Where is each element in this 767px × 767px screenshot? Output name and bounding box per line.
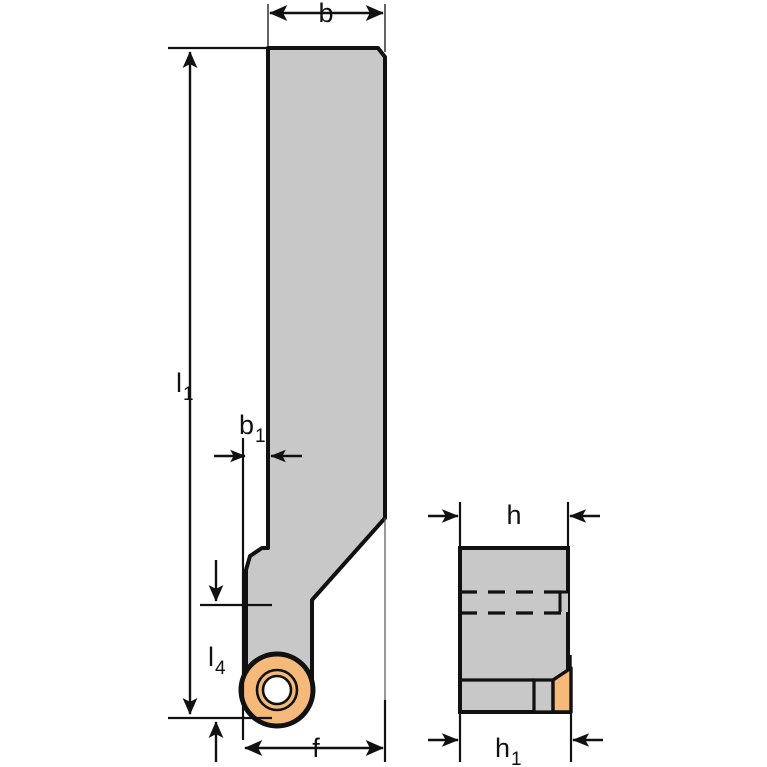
dimension-label-b1-subscript: 1 [255,426,266,447]
dimension-label-b1: b [239,410,254,440]
dimension-label-l4: l [208,642,214,672]
tool-holder-body [244,46,387,692]
dimension-label-l1-subscript: 1 [183,384,194,405]
side-view-group: b l 1 b 1 l [168,0,387,763]
dimension-f: f [244,700,387,763]
insert-shim-block [532,678,555,714]
dimension-l1: l 1 [168,46,272,720]
dimension-label-h1: h [495,733,510,763]
dimension-l4: l 4 [200,560,272,762]
seat-relief-notch [560,592,568,612]
dimension-label-h1-subscript: 1 [511,749,522,767]
dimension-label-h: h [506,500,521,530]
dimension-label-l4-subscript: 4 [215,658,226,679]
dimension-h: h [428,500,600,552]
dimension-label-b: b [318,0,333,28]
dimension-h1: h 1 [428,708,603,767]
dimension-label-f: f [312,733,320,763]
front-view-group: h h 1 [428,500,603,767]
dimension-b: b [267,0,386,52]
dimension-label-l1: l [176,368,182,398]
dimension-b1: b 1 [214,410,302,740]
round-insert-side [238,651,316,729]
